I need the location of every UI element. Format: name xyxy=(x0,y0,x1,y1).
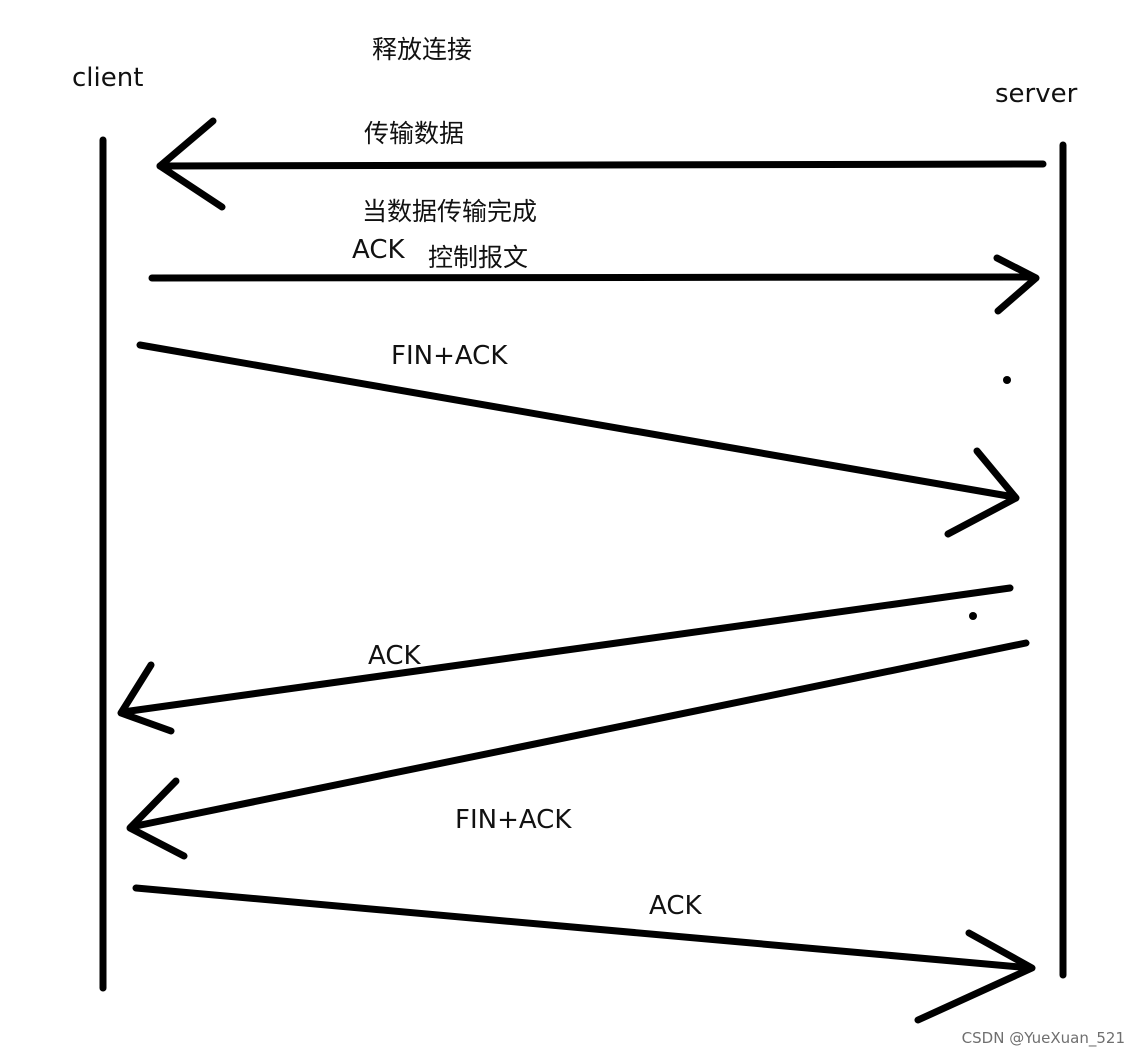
arrow-line xyxy=(148,273,1037,282)
arrow-head xyxy=(944,447,1020,538)
arrow-line xyxy=(156,160,1047,170)
arrow-head xyxy=(993,254,1040,315)
message-note: 当数据传输完成 xyxy=(362,197,537,226)
message-fin-ack-2: FIN+ACK xyxy=(126,639,1030,860)
arrow-head xyxy=(156,117,226,211)
dot-mark xyxy=(969,612,977,620)
server-label: server xyxy=(995,79,1078,109)
arrow-head xyxy=(117,661,175,735)
client-label: client xyxy=(72,63,143,93)
message-label: FIN+ACK xyxy=(455,805,572,835)
watermark-text: CSDN @YueXuan_521 xyxy=(962,1029,1125,1048)
arrow-head xyxy=(126,777,188,860)
dot-mark xyxy=(1003,376,1011,384)
diagram-title: 释放连接 xyxy=(372,35,472,64)
message-label: ACK xyxy=(649,891,702,921)
message-label: 传输数据 xyxy=(364,119,464,148)
message-ack-3: ACK xyxy=(132,884,1036,1024)
message-label: ACK xyxy=(352,235,405,265)
message-transfer-data: 传输数据 xyxy=(156,117,1047,211)
message-sublabel: 控制报文 xyxy=(428,243,528,272)
message-label: FIN+ACK xyxy=(391,341,508,371)
arrow-line xyxy=(127,639,1030,831)
arrow-line xyxy=(119,584,1014,716)
message-label: ACK xyxy=(368,641,421,671)
message-ack-2: ACK xyxy=(117,584,1014,735)
message-fin-ack-1: FIN+ACK xyxy=(136,341,1020,538)
arrow-head xyxy=(914,929,1036,1024)
message-ack-control: 当数据传输完成 ACK 控制报文 xyxy=(148,197,1040,315)
arrow-line xyxy=(136,341,1018,501)
arrow-line xyxy=(132,884,1035,972)
